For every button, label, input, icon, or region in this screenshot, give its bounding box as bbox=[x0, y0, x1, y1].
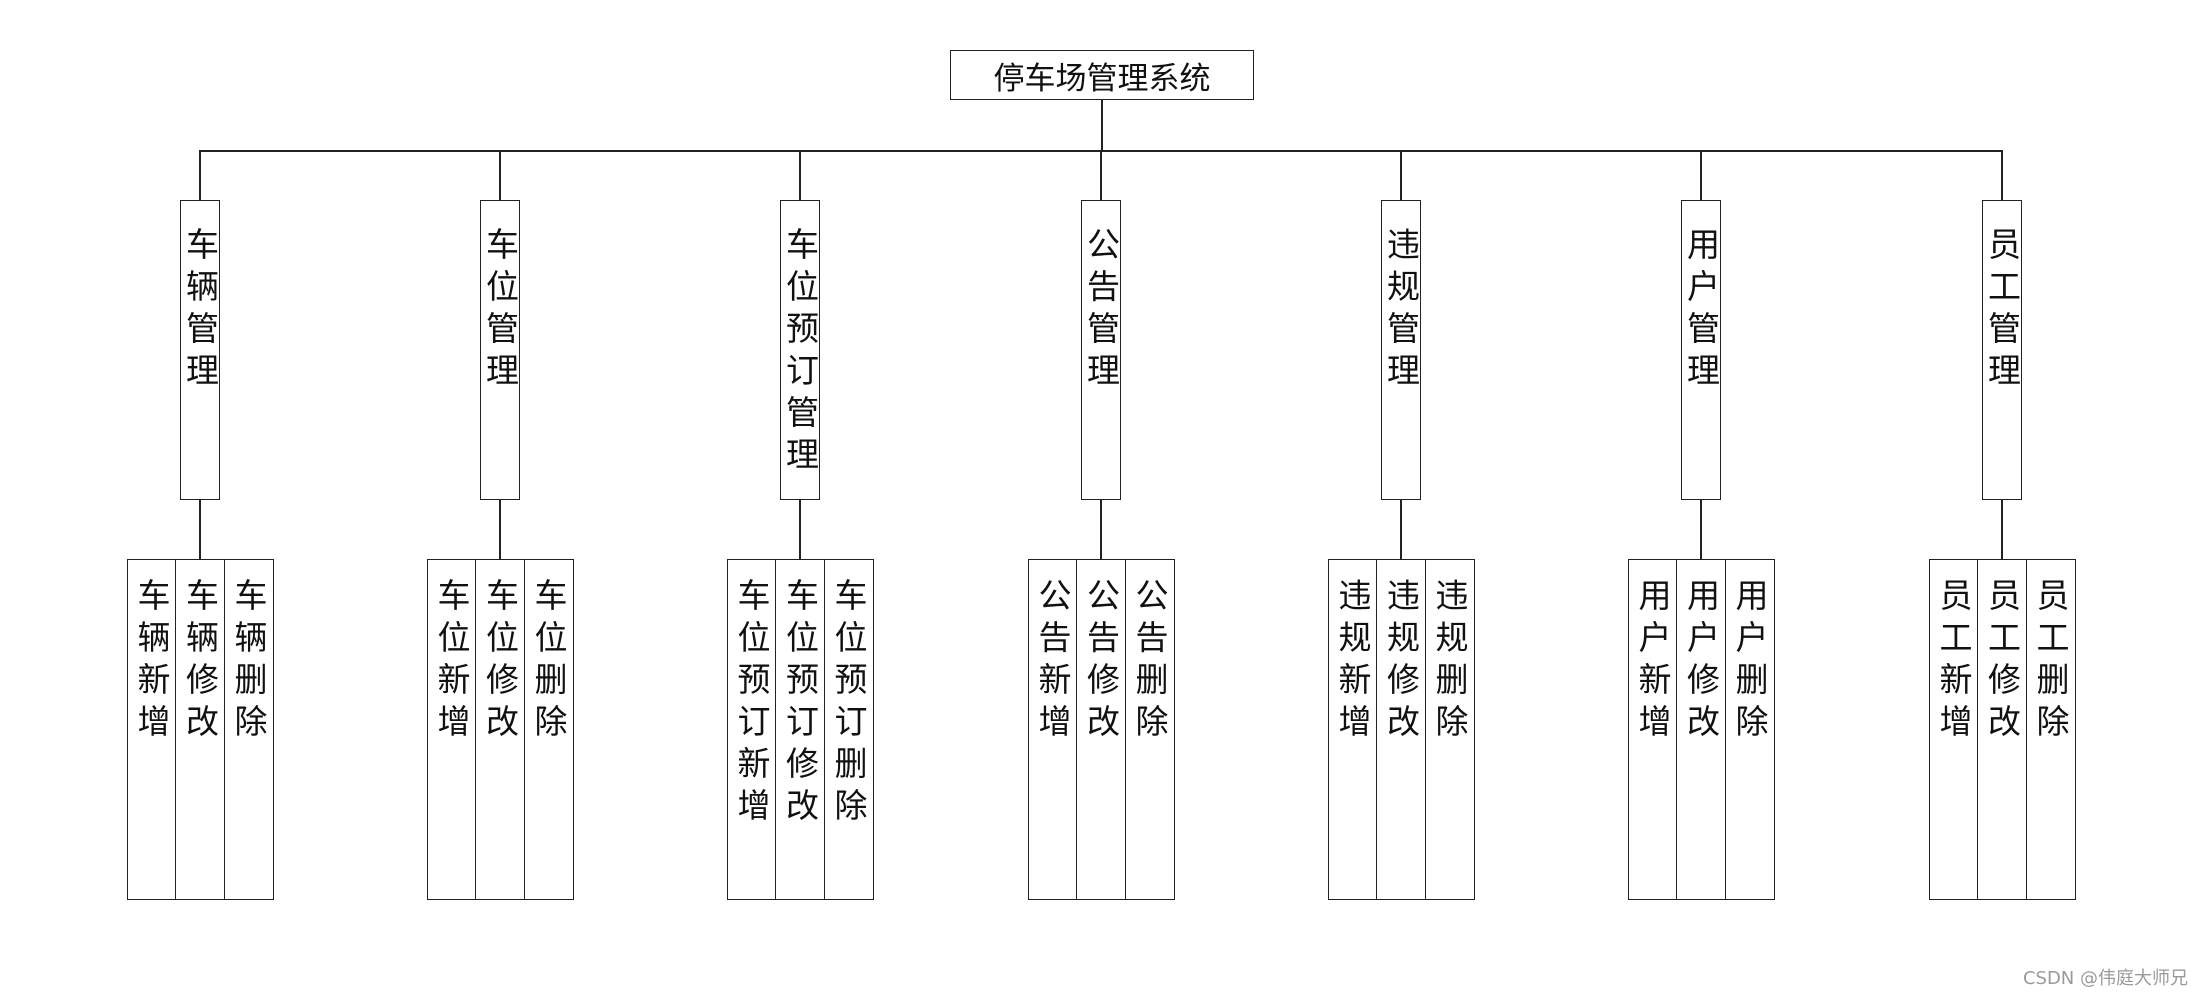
leaf-group: 车位预订新增车位预订修改车位预订删除 bbox=[726, 559, 874, 900]
leaf-group: 员工新增员工修改员工删除 bbox=[1928, 559, 2076, 900]
leaf-node: 车位预订新增 bbox=[726, 559, 777, 900]
leaf-group: 车辆新增车辆修改车辆删除 bbox=[126, 559, 274, 900]
leaf-node: 用户删除 bbox=[1724, 559, 1775, 900]
leaf-node: 员工新增 bbox=[1928, 559, 1979, 900]
leaf-node: 车辆修改 bbox=[175, 559, 225, 900]
leaf-group: 车位新增车位修改车位删除 bbox=[426, 559, 574, 900]
module-node: 车位预订管理 bbox=[780, 200, 820, 500]
leaf-node: 用户新增 bbox=[1627, 559, 1678, 900]
leaf-node: 车位新增 bbox=[426, 559, 477, 900]
leaf-connector bbox=[1400, 500, 1402, 559]
leaf-connector bbox=[499, 500, 501, 559]
module-connector bbox=[2001, 150, 2003, 200]
module-connector bbox=[1700, 150, 1702, 200]
leaf-connector bbox=[2001, 500, 2003, 559]
module-node: 违规管理 bbox=[1381, 200, 1421, 500]
module-connector bbox=[199, 150, 201, 200]
leaf-connector bbox=[1700, 500, 1702, 559]
leaf-node: 车位预订修改 bbox=[775, 559, 825, 900]
leaf-connector bbox=[1100, 500, 1102, 559]
root-label: 停车场管理系统 bbox=[993, 60, 1211, 97]
leaf-node: 公告新增 bbox=[1027, 559, 1078, 900]
leaf-node: 员工删除 bbox=[2025, 559, 2076, 900]
leaf-node: 车辆删除 bbox=[223, 559, 274, 900]
leaf-node: 公告修改 bbox=[1076, 559, 1126, 900]
module-connector bbox=[799, 150, 801, 200]
module-node: 车辆管理 bbox=[180, 200, 220, 500]
leaf-node: 员工修改 bbox=[1977, 559, 2027, 900]
leaf-group: 用户新增用户修改用户删除 bbox=[1627, 559, 1775, 900]
module-node: 用户管理 bbox=[1681, 200, 1721, 500]
leaf-node: 违规删除 bbox=[1424, 559, 1475, 900]
module-connector bbox=[499, 150, 501, 200]
leaf-node: 车位修改 bbox=[475, 559, 525, 900]
root-connector bbox=[1101, 100, 1103, 150]
leaf-node: 违规修改 bbox=[1376, 559, 1426, 900]
module-node: 车位管理 bbox=[480, 200, 520, 500]
leaf-node: 违规新增 bbox=[1327, 559, 1378, 900]
leaf-node: 车位删除 bbox=[523, 559, 574, 900]
leaf-connector bbox=[199, 500, 201, 559]
leaf-node: 用户修改 bbox=[1676, 559, 1726, 900]
leaf-node: 公告删除 bbox=[1124, 559, 1175, 900]
module-node: 公告管理 bbox=[1081, 200, 1121, 500]
module-connector bbox=[1100, 150, 1102, 200]
leaf-node: 车辆新增 bbox=[126, 559, 177, 900]
leaf-connector bbox=[799, 500, 801, 559]
leaf-group: 公告新增公告修改公告删除 bbox=[1027, 559, 1175, 900]
leaf-node: 车位预订删除 bbox=[823, 559, 874, 900]
watermark: CSDN @伟庭大师兄 bbox=[2022, 968, 2188, 989]
module-connector bbox=[1400, 150, 1402, 200]
leaf-group: 违规新增违规修改违规删除 bbox=[1327, 559, 1475, 900]
root-node: 停车场管理系统 bbox=[950, 50, 1254, 100]
module-node: 员工管理 bbox=[1982, 200, 2022, 500]
